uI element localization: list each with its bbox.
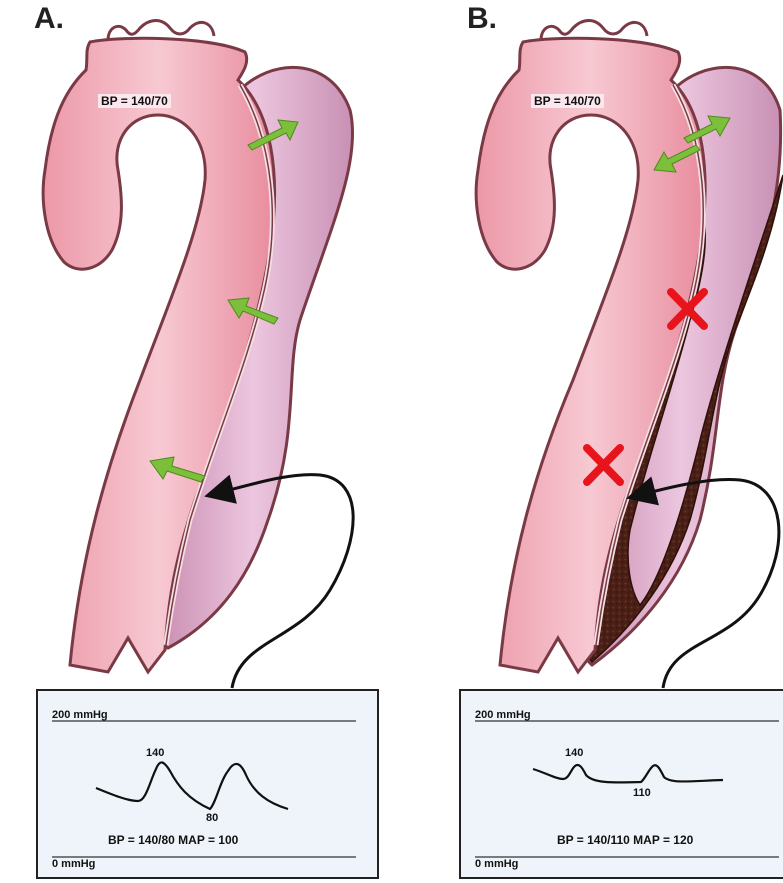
scale-top-label: 200 mmHg bbox=[475, 709, 531, 721]
diastolic-label: 80 bbox=[206, 812, 218, 824]
bp-readout: BP = 140/110 MAP = 120 bbox=[557, 833, 693, 847]
pressure-monitor-b: 200 mmHg 0 mmHg 140 110 BP = 140/110 MAP… bbox=[459, 689, 783, 879]
bp-readout: BP = 140/80 MAP = 100 bbox=[108, 833, 238, 847]
panel-a-aorta bbox=[43, 21, 352, 673]
systolic-label: 140 bbox=[565, 747, 583, 759]
pressure-trace bbox=[533, 765, 723, 782]
bp-label: BP = 140/70 bbox=[531, 94, 604, 108]
bp-label: BP = 140/70 bbox=[98, 94, 171, 108]
systolic-label: 140 bbox=[146, 747, 164, 759]
diastolic-label: 110 bbox=[633, 787, 651, 799]
pressure-monitor-a: 200 mmHg 0 mmHg 140 80 BP = 140/80 MAP =… bbox=[36, 689, 379, 879]
scale-top-label: 200 mmHg bbox=[52, 709, 108, 721]
pressure-trace bbox=[96, 762, 288, 809]
panel-b-aorta bbox=[476, 21, 783, 673]
scale-bottom-label: 0 mmHg bbox=[52, 858, 95, 870]
scale-bottom-label: 0 mmHg bbox=[475, 858, 518, 870]
